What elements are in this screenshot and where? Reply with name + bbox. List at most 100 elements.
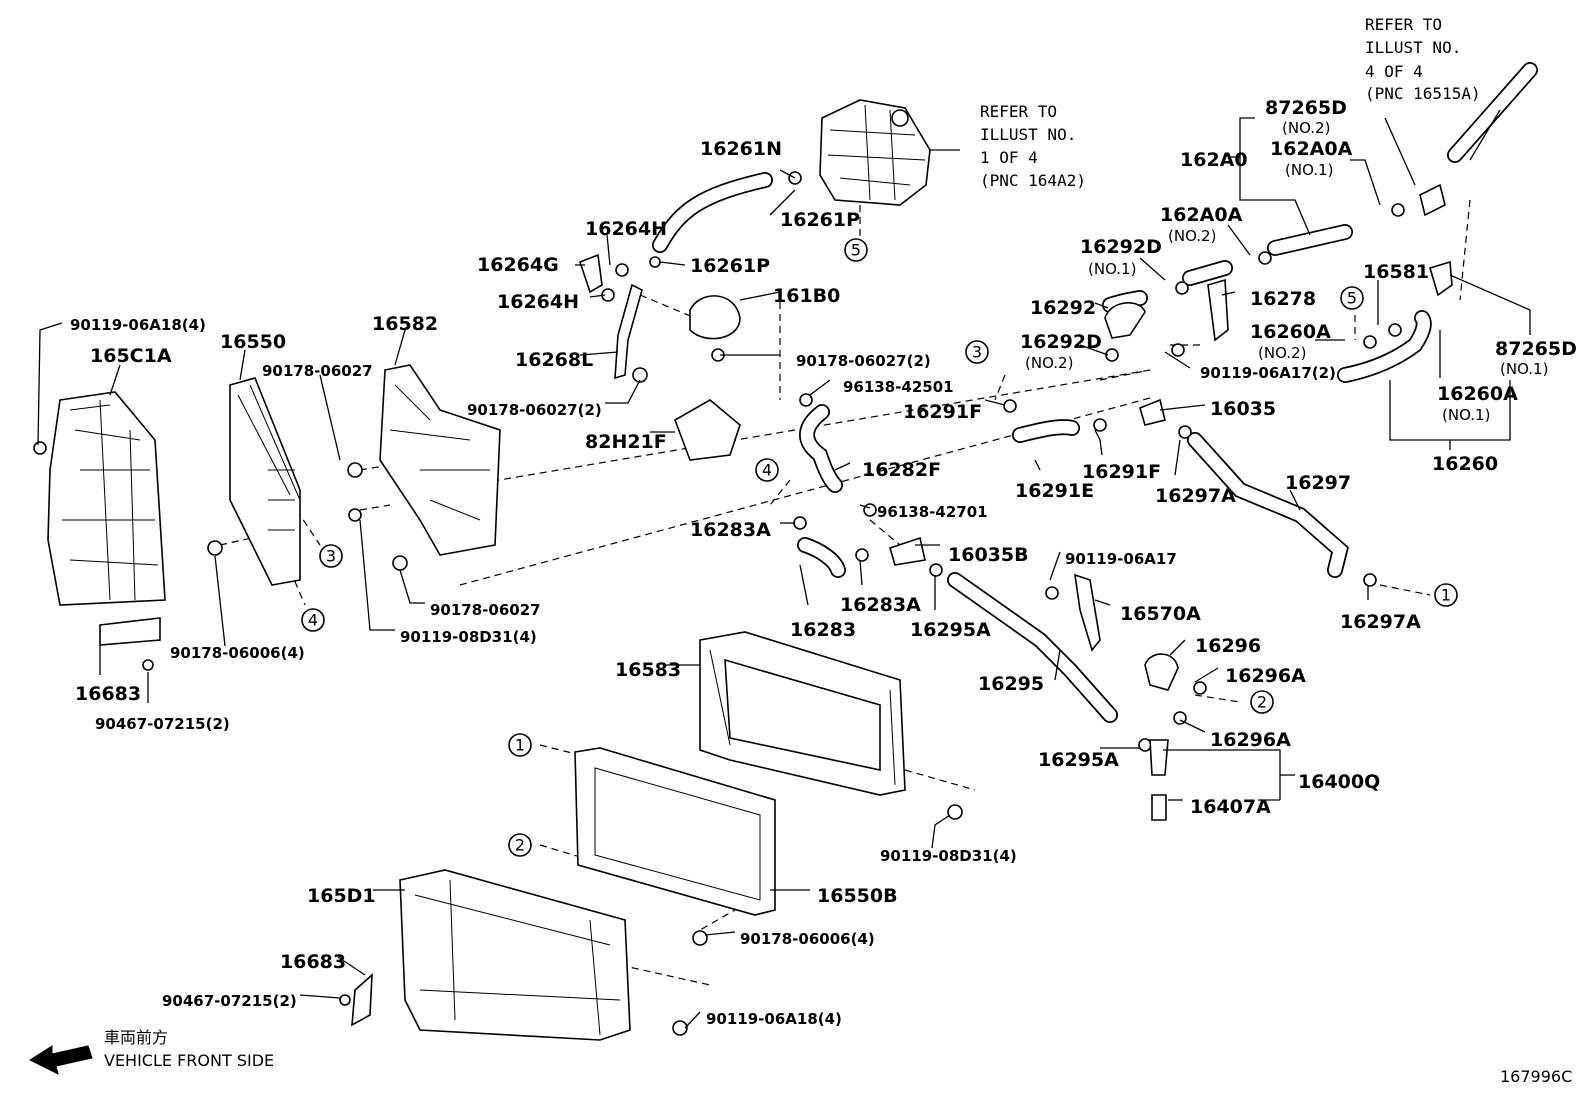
fitting-16035B — [889, 536, 926, 566]
hoses — [652, 62, 1538, 723]
insulator-82H21F — [674, 399, 741, 461]
callout-5-a: 5 — [851, 241, 861, 260]
label-82H21F: 82H21F — [585, 431, 667, 453]
label-90119-06A18-4b: 90119-06A18(4) — [706, 1010, 842, 1028]
valve-16400Q — [1149, 739, 1169, 776]
label-87265D-2: 87265D — [1495, 338, 1577, 360]
callout-4-b: 4 — [308, 611, 318, 630]
joint-16296 — [1144, 653, 1179, 691]
label-16296A-2: 16296A — [1210, 729, 1291, 751]
label-16268L: 16268L — [515, 349, 593, 371]
label-96138-42701: 96138-42701 — [877, 503, 988, 521]
label-16295: 16295 — [978, 673, 1044, 695]
label-16292D: 16292D — [1080, 236, 1162, 258]
label-90467-07215-2b: 90467-07215(2) — [162, 992, 297, 1010]
callout-4-a: 4 — [762, 461, 772, 480]
bracket-16582 — [379, 364, 501, 556]
label-16264H: 16264H — [585, 218, 667, 240]
label-90467-07215-2: 90467-07215(2) — [95, 715, 230, 733]
illustration-number: 167996C — [1500, 1067, 1572, 1086]
svg-text:REFER TO: REFER TO — [980, 102, 1057, 121]
bracket-16278 — [1207, 278, 1229, 342]
label-16278: 16278 — [1250, 288, 1316, 310]
qual-87265D-no1: (NO.1) — [1500, 360, 1548, 378]
label-16295A: 16295A — [910, 619, 991, 641]
label-16261P: 16261P — [780, 209, 860, 231]
label-16283A-2: 16283A — [840, 594, 921, 616]
valve-161B0 — [689, 295, 741, 340]
clips — [33, 171, 1405, 1036]
label-162A0: 162A0 — [1180, 149, 1248, 171]
label-16570A: 16570A — [1120, 603, 1201, 625]
svg-text:ILLUST NO.: ILLUST NO. — [980, 125, 1076, 144]
condenser-16550 — [229, 377, 301, 586]
label-16035B: 16035B — [948, 544, 1029, 566]
shroud-165C1A — [47, 391, 166, 606]
callout-circles: 5 5 3 3 4 4 1 1 2 2 — [301, 238, 1458, 857]
label-16296A: 16296A — [1225, 665, 1306, 687]
label-16283: 16283 — [790, 619, 856, 641]
label-90178-06006-4: 90178-06006(4) — [170, 644, 305, 662]
callout-2-b: 2 — [515, 836, 525, 855]
label-162A0A: 162A0A — [1270, 138, 1353, 160]
label-16296: 16296 — [1195, 635, 1261, 657]
label-16035: 16035 — [1210, 398, 1276, 420]
callout-2-a: 2 — [1257, 693, 1267, 712]
qual-87265D-no2: (NO.2) — [1282, 119, 1330, 137]
part-labels: 16261N 16261P 16264H 16264G 16261P 16264… — [70, 97, 1577, 1028]
label-16261P-2: 16261P — [690, 255, 770, 277]
svg-text:(PNC 16515A): (PNC 16515A) — [1365, 84, 1481, 103]
label-16297A-2: 16297A — [1340, 611, 1421, 633]
label-16297: 16297 — [1285, 472, 1351, 494]
label-16583: 16583 — [615, 659, 681, 681]
shroud-165D1 — [399, 869, 631, 1041]
label-90178-06027-2: 90178-06027(2) — [796, 352, 931, 370]
elbow-16292 — [1104, 302, 1146, 339]
label-90178-06027-2b: 90178-06027(2) — [467, 401, 602, 419]
label-16291F: 16291F — [903, 401, 982, 423]
label-96138-42501: 96138-42501 — [843, 378, 954, 396]
label-90178-06006-4b: 90178-06006(4) — [740, 930, 875, 948]
svg-text:4 OF 4: 4 OF 4 — [1365, 62, 1423, 81]
callout-1-a: 1 — [1441, 586, 1451, 605]
label-16581: 16581 — [1363, 261, 1429, 283]
bracket-16570A — [1074, 573, 1101, 652]
bracket-16683-b — [351, 973, 373, 1027]
radiator-16550B — [574, 747, 776, 916]
qual-162A0A-no1: (NO.1) — [1285, 161, 1333, 179]
refer-note-4: REFER TO ILLUST NO. 4 OF 4 (PNC 16515A) — [1365, 15, 1481, 103]
part-shapes — [33, 62, 1538, 1041]
label-90119-08D31-4: 90119-08D31(4) — [400, 628, 537, 646]
label-16261N: 16261N — [700, 138, 782, 160]
label-16264H-2: 16264H — [497, 291, 579, 313]
label-16407A: 16407A — [1190, 796, 1271, 818]
label-16400Q: 16400Q — [1298, 771, 1380, 793]
vehicle-front-indicator: 車両前方 VEHICLE FRONT SIDE — [28, 1028, 274, 1075]
qual-16292D-no2: (NO.2) — [1025, 354, 1073, 372]
svg-text:1 OF 4: 1 OF 4 — [980, 148, 1038, 167]
label-16282F: 16282F — [862, 459, 941, 481]
front-label-en: VEHICLE FRONT SIDE — [104, 1051, 274, 1070]
qual-16260A-no2: (NO.2) — [1258, 344, 1306, 362]
label-87265D: 87265D — [1265, 97, 1347, 119]
part-16264G — [579, 253, 603, 294]
fitting-87265D — [1419, 183, 1446, 217]
label-16260A-2: 16260A — [1437, 383, 1518, 405]
label-16260: 16260 — [1432, 453, 1498, 475]
label-16582: 16582 — [372, 313, 438, 335]
front-arrow-icon — [28, 1045, 93, 1075]
label-90119-08D31-4b: 90119-08D31(4) — [880, 847, 1017, 865]
label-161B0: 161B0 — [773, 285, 840, 307]
qual-16292D-no1: (NO.1) — [1088, 260, 1136, 278]
callout-5-b: 5 — [1347, 289, 1357, 308]
label-16550B: 16550B — [817, 885, 898, 907]
elbow-87265D-b — [1429, 260, 1453, 297]
label-90119-06A18-4: 90119-06A18(4) — [70, 316, 206, 334]
callout-3-b: 3 — [326, 547, 336, 566]
label-16683-b: 16683 — [280, 951, 346, 973]
label-16291E: 16291E — [1015, 480, 1094, 502]
label-16264G: 16264G — [477, 254, 559, 276]
label-16292D-2: 16292D — [1020, 331, 1102, 353]
label-90178-06027-b: 90178-06027 — [430, 601, 541, 619]
